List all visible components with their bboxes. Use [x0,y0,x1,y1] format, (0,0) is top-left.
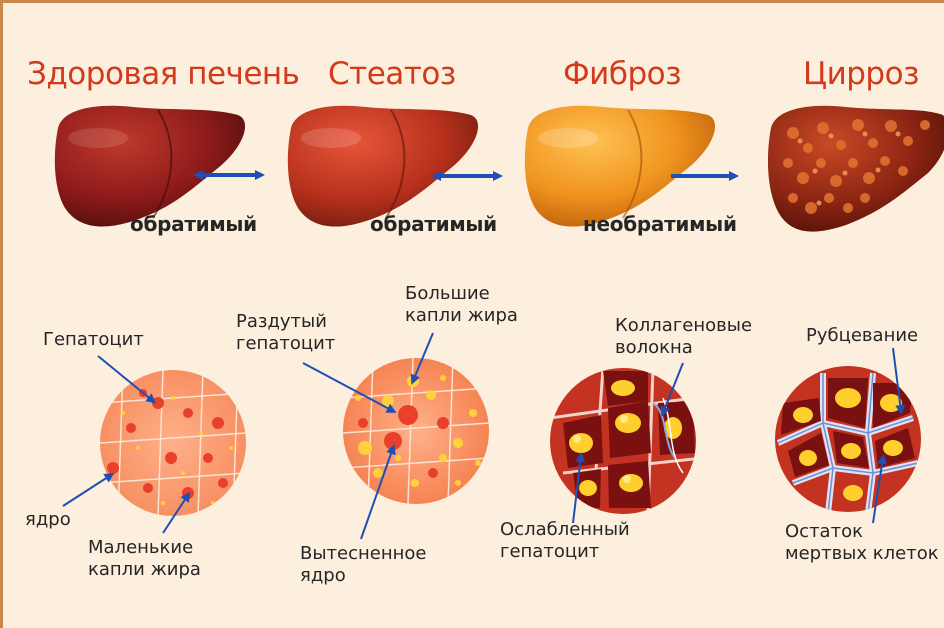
transition-label-2: обратимый [370,214,497,234]
liver-cirrhosis-illustration [768,106,944,232]
label-weakened-line1: Ослабленный [500,519,630,541]
label-displaced-nucleus: Вытесненное ядро [300,543,426,586]
label-swollen-line2: гепатоцит [236,333,335,355]
label-large-fat-line2: капли жира [405,305,518,327]
label-swollen-hepatocyte: Раздутый гепатоцит [236,311,335,354]
label-collagen: Коллагеновые волокна [615,315,752,358]
liver-healthy-illustration [55,106,245,227]
label-dead-line2: мертвых клеток [785,543,939,565]
label-swollen-line1: Раздутый [236,311,335,333]
label-weakened-line2: гепатоцит [500,541,630,563]
label-large-fat-line1: Большие [405,283,518,305]
label-displaced-line1: Вытесненное [300,543,426,565]
label-small-fat: Маленькие капли жира [88,537,201,580]
liver-steatosis-illustration [288,106,478,227]
label-nucleus: ядро [25,509,71,531]
label-collagen-line2: волокна [615,337,752,359]
label-weakened-hepatocyte: Ослабленный гепатоцит [500,519,630,562]
label-collagen-line1: Коллагеновые [615,315,752,337]
tissue-fibrosis [550,368,703,514]
tissue-healthy [100,370,246,516]
tissue-steatosis [343,358,489,504]
pointer-nucleus [63,475,111,506]
label-dead-cells: Остаток мертвых клеток [785,521,939,564]
stage-title-healthy: Здоровая печень [27,59,299,90]
label-small-fat-line1: Маленькие [88,537,201,559]
label-large-fat: Большие капли жира [405,283,518,326]
stage-title-steatosis: Стеатоз [328,59,456,90]
label-displaced-line2: ядро [300,565,426,587]
liver-fibrosis-illustration [525,106,715,227]
label-small-fat-line2: капли жира [88,559,201,581]
transition-label-1: обратимый [130,214,257,234]
label-hepatocyte: Гепатоцит [43,329,144,351]
label-dead-line1: Остаток [785,521,939,543]
tissue-cirrhosis [775,366,921,513]
stage-title-cirrhosis: Цирроз [803,59,919,90]
stage-title-fibrosis: Фиброз [563,59,681,90]
label-scarring: Рубцевание [806,325,918,347]
transition-label-3: необратимый [583,214,737,234]
